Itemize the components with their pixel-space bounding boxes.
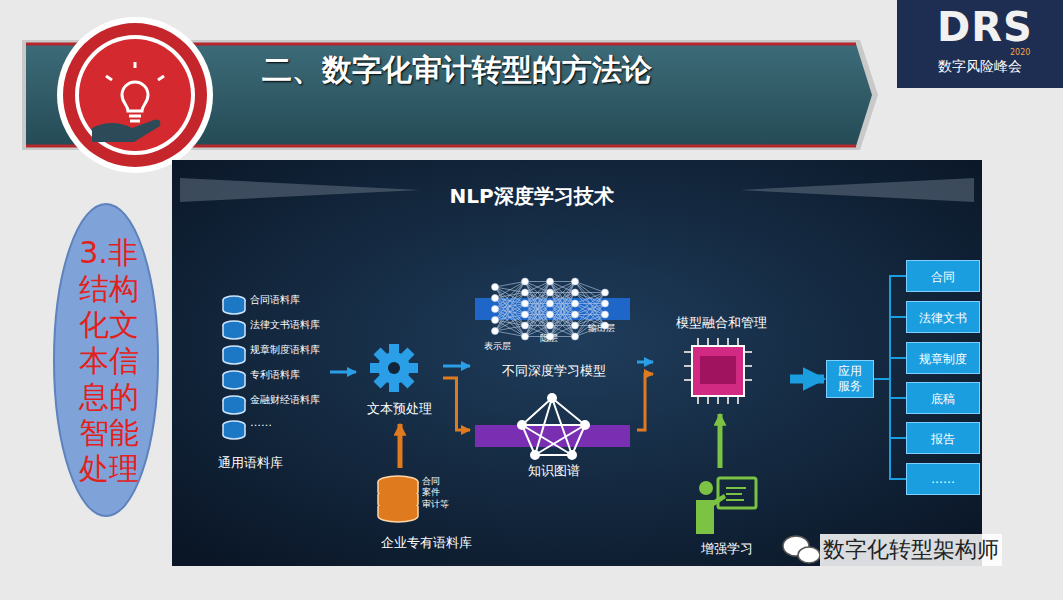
node-text: 金融财经语料库 [250, 393, 320, 407]
node-text: 报告 [907, 431, 979, 448]
node-text: 文本预处理 [358, 400, 441, 418]
logo-text: DRS [937, 4, 1033, 50]
model-block: 知识图谱 [472, 392, 635, 484]
node-text: 合同语料库 [250, 293, 300, 307]
connector [874, 358, 906, 379]
node-text: 规章制度 [907, 351, 979, 368]
logo-subtitle: 数字风险峰会 [938, 58, 1022, 76]
node-text: 专利语料库 [250, 368, 300, 382]
node-text: 输出层 [588, 322, 615, 335]
learning-block: 增强学习 [680, 470, 773, 562]
node-text: 不同深度学习模型 [472, 362, 635, 380]
node-text: 规章制度语料库 [250, 343, 320, 357]
output-box: 合同 [906, 260, 980, 292]
process-step: 文本预处理 [358, 342, 441, 422]
node-text: 合同 案件 审计等 [422, 476, 451, 510]
output-box: 法律文书 [906, 301, 980, 333]
node-text: 合同 [907, 269, 979, 286]
connector [637, 374, 653, 430]
output-box: 报告 [906, 422, 980, 454]
node-text: 增强学习 [680, 540, 773, 558]
connector [874, 276, 906, 379]
corpus-group: 合同语料库法律文书语料库规章制度语料库专利语料库金融财经语料库 …… 通用语料库 [218, 290, 328, 475]
model-block: 表示层 隐层 输出层不同深度学习模型 [472, 262, 635, 384]
panel-heading: NLP深度学习技术 [0, 183, 1063, 210]
connector [330, 371, 356, 374]
output-box: …… [906, 463, 980, 495]
watermark: 数字化转型架构师 [820, 534, 1002, 566]
connector [874, 379, 906, 479]
node-text: 法律文书语料库 [250, 318, 320, 332]
service-box: 应用服务 [826, 360, 874, 398]
logo-year: 2020 [1010, 48, 1030, 57]
vertical-text: 3.非结构化文本信息的智能处理 [76, 235, 142, 487]
node-text: 知识图谱 [472, 462, 635, 480]
connector [443, 378, 470, 430]
connector [874, 317, 906, 379]
node-text: 法律文书 [907, 310, 979, 327]
node-text: 底稿 [907, 391, 979, 408]
output-box: 底稿 [906, 382, 980, 414]
node-text: 表示层 [484, 340, 511, 353]
corpus-group: 合同 案件 审计等企业专有语料库 [360, 470, 493, 558]
node-text: 应用服务 [838, 364, 862, 394]
fusion-block: 模型融合和管理 [655, 312, 788, 412]
node-text: …… [907, 472, 979, 486]
connector [790, 375, 824, 384]
text-wrap: 3.非结构化文本信息的智能处理 [55, 235, 162, 487]
node-text: …… [250, 416, 272, 429]
node-text: 模型融合和管理 [655, 314, 788, 332]
connector [718, 414, 723, 468]
output-box: 规章制度 [906, 342, 980, 374]
topic-oval: 3.非结构化文本信息的智能处理 [55, 205, 162, 517]
connector [637, 361, 653, 364]
node-text: 企业专有语料库 [360, 534, 493, 552]
node-text: 通用语料库 [218, 454, 283, 472]
slide-title: 二、数字化审计转型的方法论 [262, 50, 652, 91]
connector [443, 365, 470, 368]
connector [398, 424, 403, 468]
node-text: 隐层 [540, 332, 558, 345]
